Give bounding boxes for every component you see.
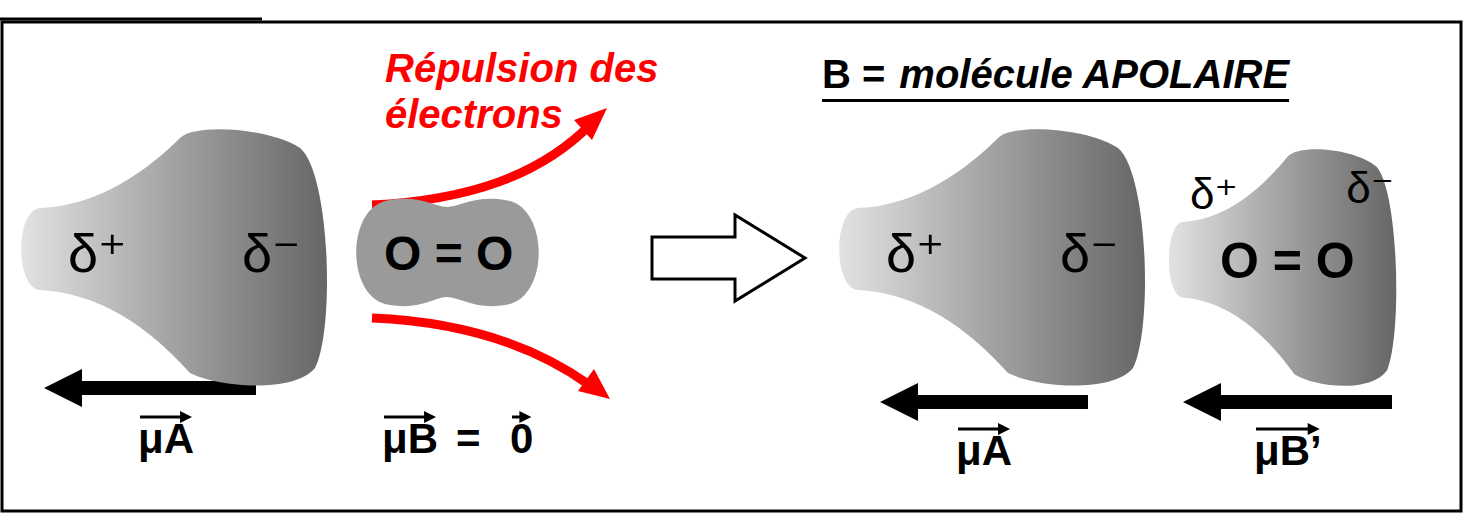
molecule-shape: δ⁺ δ⁻: [20, 128, 332, 390]
molecule-shape: δ⁺ δ⁻: [838, 128, 1150, 390]
vector-label: 0: [510, 418, 533, 460]
vector-label: μA: [138, 418, 194, 460]
arrow-head: [574, 108, 607, 140]
molecule-body: [839, 129, 1145, 385]
vector-label: μB’: [1254, 430, 1322, 472]
molecule-formula: O = O: [1220, 236, 1355, 286]
annotation: Répulsion des électrons: [385, 45, 695, 137]
arrow-head: [44, 369, 82, 407]
vector-label: μA: [956, 430, 1012, 472]
frame-line: [0, 18, 262, 21]
heading-symbol: B =: [822, 52, 885, 96]
frame: [2, 22, 1461, 511]
molecule-body: [356, 199, 539, 306]
charge-label: δ⁺: [68, 226, 127, 280]
molecule-body: [21, 129, 327, 385]
repulsion-arrow: [372, 318, 588, 384]
charge-label: δ⁻: [1346, 166, 1394, 210]
equals-sign: =: [456, 418, 481, 460]
arrow-head: [1183, 383, 1221, 421]
dipole-arrow: [912, 395, 1088, 409]
molecule-shape: O = O: [350, 195, 547, 313]
charge-label: δ⁺: [1190, 172, 1238, 216]
molecule-formula: O = O: [384, 230, 513, 278]
charge-label: δ⁻: [242, 226, 301, 280]
vector-label: μB: [382, 418, 438, 460]
transition-arrow: [652, 215, 805, 301]
arrow-head: [880, 383, 918, 421]
repulsion-arrow: [372, 125, 590, 205]
arrow-head: [578, 369, 610, 399]
dipole-arrow: [1215, 395, 1392, 409]
heading: B = molécule APOLAIRE: [822, 52, 1289, 102]
molecule-body: [1169, 149, 1396, 386]
charge-label: δ⁺: [886, 226, 945, 280]
charge-label: δ⁻: [1060, 226, 1119, 280]
heading-text: molécule APOLAIRE: [899, 52, 1289, 96]
molecule-shape: δ⁺ δ⁻ O = O: [1168, 148, 1400, 390]
